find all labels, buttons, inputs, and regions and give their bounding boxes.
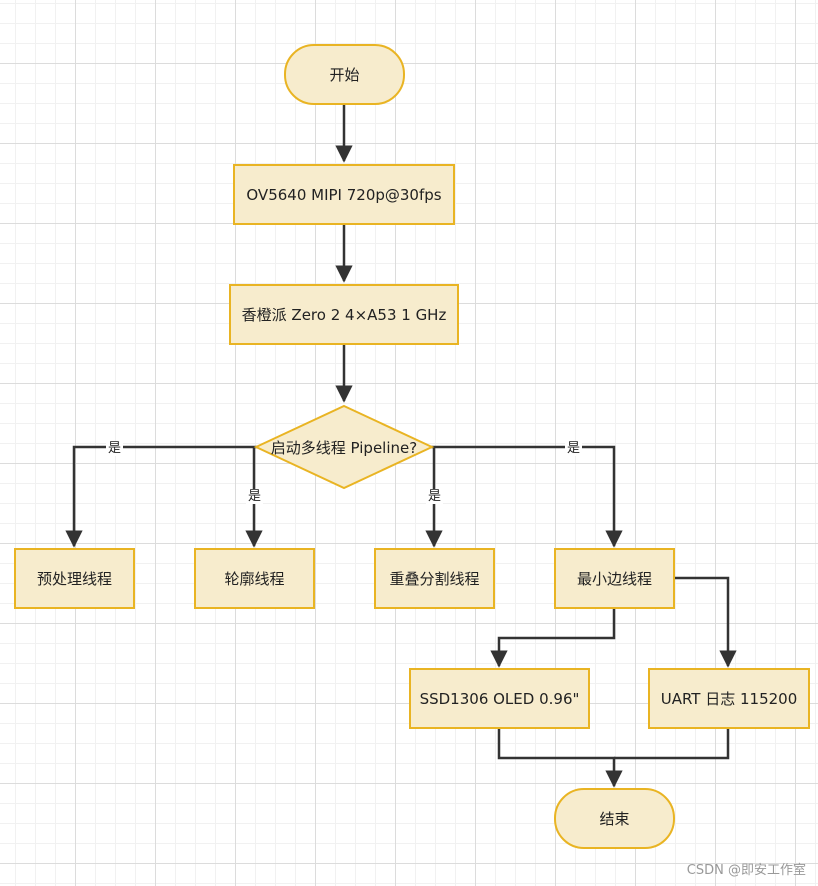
edge-decision-minedge (430, 445, 623, 548)
contour-thread-node: 轮廓线程 (194, 548, 315, 609)
edge-label-yes-overlap: 是 (426, 489, 444, 504)
edge-uart-end (614, 728, 730, 760)
edge-label-yes-minedge: 是 (565, 441, 583, 456)
board-node: 香橙派 Zero 2 4×A53 1 GHz (229, 284, 459, 345)
min-edge-thread-node: 最小边线程 (554, 548, 675, 609)
decision-diamond-shape (254, 404, 434, 490)
preprocess-thread-node: 预处理线程 (14, 548, 135, 609)
uart-node: UART 日志 115200 (648, 668, 810, 729)
edge-minedge-oled (490, 608, 616, 668)
edge-oled-end (497, 728, 623, 788)
decision-label: 启动多线程 Pipeline? (270, 438, 418, 457)
end-node: 结束 (554, 788, 675, 849)
edge-label-yes-contour: 是 (246, 489, 264, 504)
edge-label-yes-preprocess: 是 (106, 441, 124, 456)
overlap-thread-node: 重叠分割线程 (374, 548, 495, 609)
watermark: CSDN @即安工作室 (686, 863, 806, 878)
edge-decision-preprocess (65, 445, 258, 548)
decision-node: 启动多线程 Pipeline? (254, 404, 434, 490)
start-node: 开始 (284, 44, 405, 105)
camera-node: OV5640 MIPI 720p@30fps (233, 164, 455, 225)
oled-node: SSD1306 OLED 0.96" (409, 668, 590, 729)
edge-minedge-uart (674, 576, 737, 668)
